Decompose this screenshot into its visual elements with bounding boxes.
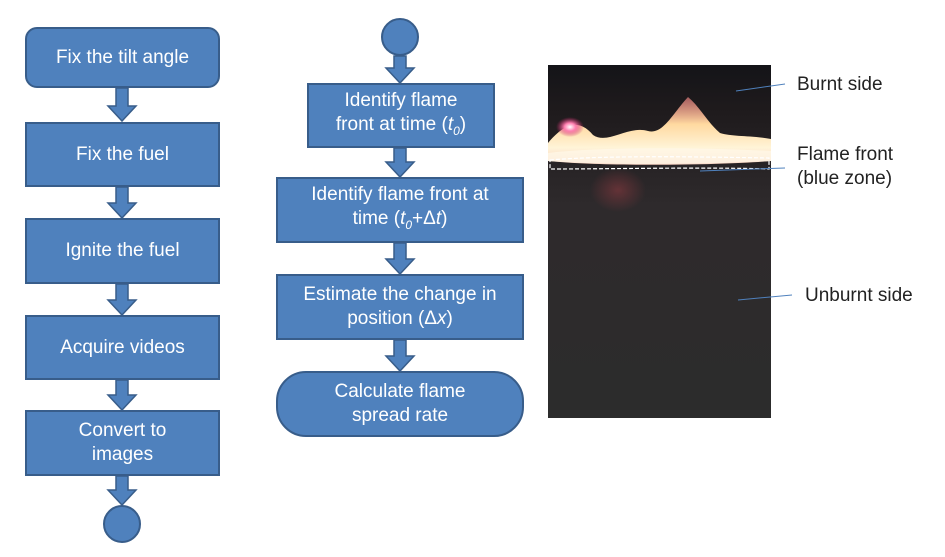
step-acquire-videos: Acquire videos: [25, 315, 220, 380]
arrow-down-icon: [384, 55, 416, 85]
step-ignite-fuel: Ignite the fuel: [25, 218, 220, 284]
step-convert-to-images: Convert to images: [25, 410, 220, 476]
arrow-down-icon: [106, 283, 138, 317]
step-label: Ignite the fuel: [65, 240, 180, 261]
leader-unburnt: [737, 294, 793, 301]
step-label-line1: Identify flame front at: [311, 184, 489, 206]
step-calculate-spread-rate: Calculate flame spread rate: [276, 371, 524, 437]
step-label-line1: Estimate the change in: [303, 284, 497, 305]
arrow-down-icon: [384, 147, 416, 179]
label-flame-front-line1: Flame front: [797, 144, 894, 165]
label-flame-front: Flame front (blue zone): [797, 143, 893, 191]
label-burnt-side: Burnt side: [797, 74, 883, 95]
arrow-down-icon: [106, 475, 138, 507]
step-label: Convert to images: [78, 420, 167, 465]
arrow-down-icon: [106, 186, 138, 220]
label-flame-front-line2: (blue zone): [797, 168, 893, 189]
step-label: Fix the fuel: [76, 143, 169, 165]
leader-burnt: [735, 83, 786, 92]
arrow-down-icon: [106, 87, 138, 123]
step-label-line2: front at time (t0): [335, 113, 467, 138]
step-label-line1: Identify flame: [344, 89, 458, 111]
step-label-line2: spread rate: [351, 405, 449, 426]
step-estimate-position-change: Estimate the change in position (Δx): [276, 274, 524, 340]
step-label-line2: position (Δx): [347, 308, 453, 329]
arrow-down-icon: [106, 379, 138, 412]
start-terminator: [381, 18, 419, 56]
step-identify-front-t0-dt: Identify flame front at time (t0+Δt): [276, 177, 524, 243]
step-label-line2: time (t0+Δt): [352, 208, 448, 232]
flame-image: [548, 65, 771, 418]
flame-photo: [548, 65, 771, 418]
label-unburnt-side: Unburnt side: [805, 285, 913, 306]
leader-front: [699, 167, 786, 172]
step-identify-front-t0: Identify flame front at time (t0): [307, 83, 495, 148]
step-label-line1: Calculate flame: [334, 381, 466, 402]
arrow-down-icon: [384, 242, 416, 276]
step-label: Acquire videos: [60, 336, 185, 358]
arrow-down-icon: [384, 339, 416, 373]
step-fix-fuel: Fix the fuel: [25, 122, 220, 187]
step-fix-tilt-angle: Fix the tilt angle: [25, 27, 220, 88]
step-label: Fix the tilt angle: [55, 46, 190, 68]
